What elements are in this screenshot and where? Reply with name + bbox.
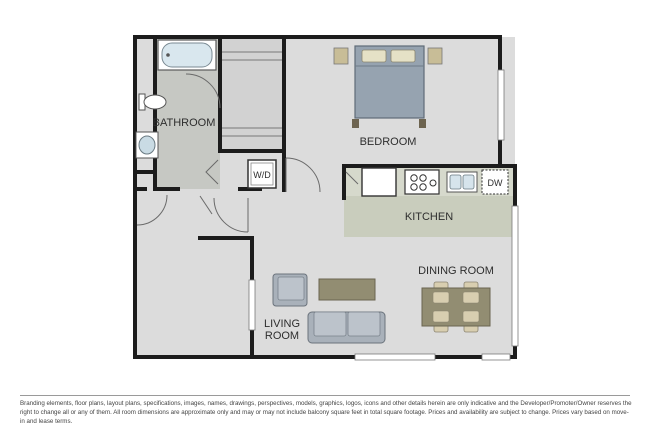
coffee-table: [318, 278, 376, 301]
doors: [136, 73, 359, 233]
living-room-label-line2: ROOM: [265, 330, 299, 342]
bedroom-door: [285, 157, 321, 193]
closet-floor: [220, 39, 284, 151]
kitchen-label: KITCHEN: [405, 211, 453, 223]
nightstand-left: [333, 47, 349, 65]
bench-right: [419, 119, 426, 128]
washer-dryer: W/D: [247, 159, 277, 189]
bedroom-label: BEDROOM: [360, 136, 417, 148]
wd-closet-doors: [205, 159, 219, 185]
bathroom-label: BATHROOM: [153, 117, 216, 129]
pantry-door: [345, 171, 359, 185]
refrigerator: [361, 167, 397, 197]
disclaimer-text: Branding elements, floor plans, layout p…: [20, 400, 632, 425]
floor-plan: W/D DW: [133, 35, 519, 361]
washer-dryer-label: W/D: [253, 170, 271, 180]
living-furniture: [272, 273, 386, 344]
bed-pillow-left: [361, 49, 387, 63]
windows: [248, 69, 519, 361]
sofa: [307, 311, 386, 344]
dishwasher: DW: [481, 169, 509, 195]
toilet: [138, 93, 167, 111]
dishwasher-label: DW: [488, 178, 503, 188]
armchair: [272, 273, 308, 307]
bedroom-furniture: [333, 45, 443, 128]
closet-shelves: [222, 51, 282, 137]
living-door: [213, 197, 249, 233]
dining-furniture: [421, 281, 491, 333]
dining-table: [421, 287, 491, 327]
bed-pillow-right: [390, 49, 416, 63]
sink: [135, 131, 159, 159]
closet-door: [199, 195, 213, 215]
kitchen-sink: [446, 171, 478, 193]
bathroom-fixtures: [135, 39, 217, 159]
kitchen-counter: [344, 195, 514, 237]
footer-divider: [20, 395, 630, 396]
entry-door: [136, 194, 168, 226]
bench-left: [352, 119, 359, 128]
bathroom-door: [185, 73, 221, 109]
room-labels: BATHROOM BEDROOM KITCHEN DINING ROOM LIV…: [153, 117, 494, 342]
dining-room-label: DINING ROOM: [418, 265, 494, 277]
stove: [404, 169, 440, 195]
kitchen-appliances: DW: [361, 167, 509, 197]
nightstand-right: [427, 47, 443, 65]
living-room-label-line1: LIVING: [264, 318, 300, 330]
